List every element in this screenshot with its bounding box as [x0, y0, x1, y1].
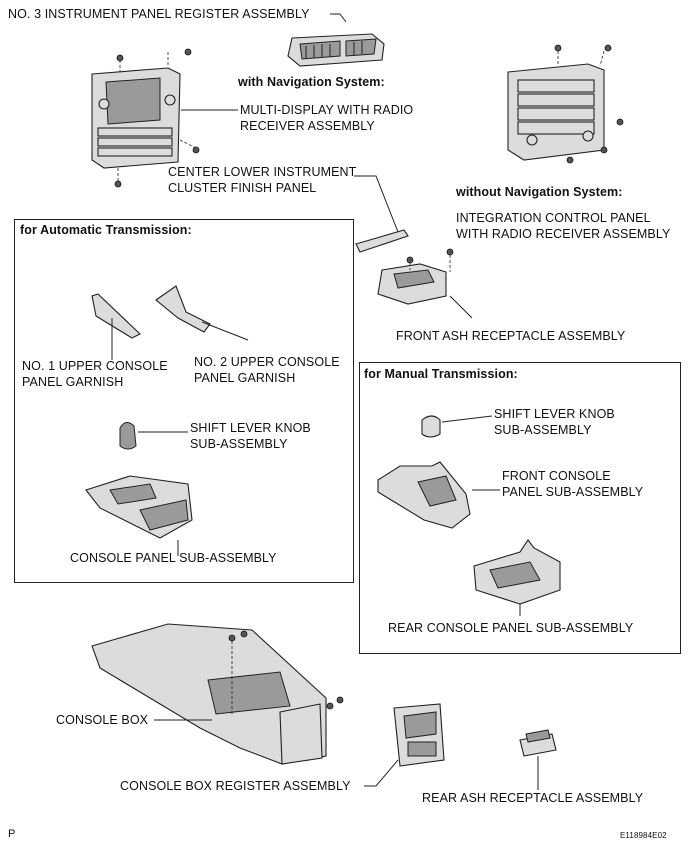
- label-rear-ash: REAR ASH RECEPTACLE ASSEMBLY: [422, 791, 644, 805]
- label-front-console-2: PANEL SUB-ASSEMBLY: [502, 485, 644, 499]
- front-console-mt-part: [377, 461, 471, 529]
- label-no1-garnish-1: NO. 1 UPPER CONSOLE: [22, 359, 168, 373]
- label-shift-knob-mt-1: SHIFT LEVER KNOB: [494, 407, 615, 421]
- console-box-part: [91, 623, 327, 765]
- label-center-lower-2: CLUSTER FINISH PANEL: [168, 181, 317, 195]
- label-multi-display-1: MULTI-DISPLAY WITH RADIO: [240, 103, 414, 117]
- label-console-panel: CONSOLE PANEL SUB-ASSEMBLY: [70, 551, 277, 565]
- label-integration-1: INTEGRATION CONTROL PANEL: [456, 211, 651, 225]
- integration-control-part: [507, 63, 605, 161]
- label-shift-knob-at-1: SHIFT LEVER KNOB: [190, 421, 311, 435]
- label-no2-garnish-1: NO. 2 UPPER CONSOLE: [194, 355, 340, 369]
- automatic-transmission-box: [14, 219, 354, 583]
- shift-knob-at-part: [119, 422, 137, 450]
- label-console-box: CONSOLE BOX: [56, 713, 149, 727]
- multi-display-part: [91, 67, 181, 169]
- label-console-box-register: CONSOLE BOX REGISTER ASSEMBLY: [120, 779, 351, 793]
- label-no3-register: NO. 3 INSTRUMENT PANEL REGISTER ASSEMBLY: [8, 7, 310, 21]
- shift-knob-mt-part: [421, 415, 441, 438]
- label-with-nav: with Navigation System:: [238, 75, 385, 89]
- rear-console-mt-part: [473, 539, 561, 605]
- label-center-lower-1: CENTER LOWER INSTRUMENT: [168, 165, 357, 179]
- label-no1-garnish-2: PANEL GARNISH: [22, 375, 124, 389]
- label-figure-code: E118984E02: [620, 831, 667, 840]
- label-front-console-1: FRONT CONSOLE: [502, 469, 611, 483]
- manual-transmission-box: [359, 362, 681, 654]
- label-rear-console-panel: REAR CONSOLE PANEL SUB-ASSEMBLY: [388, 621, 634, 635]
- no2-garnish-part: [155, 285, 211, 333]
- label-shift-knob-mt-2: SUB-ASSEMBLY: [494, 423, 592, 437]
- console-panel-at-part: [85, 475, 193, 539]
- center-lower-finish-panel-part: [355, 229, 409, 253]
- label-front-ash: FRONT ASH RECEPTACLE ASSEMBLY: [396, 329, 626, 343]
- label-manual-title: for Manual Transmission:: [364, 367, 518, 381]
- label-without-nav: without Navigation System:: [456, 185, 623, 199]
- front-ash-receptacle-part: [377, 263, 447, 305]
- no1-garnish-part: [91, 293, 141, 339]
- no3-register-part: [287, 33, 385, 67]
- label-multi-display-2: RECEIVER ASSEMBLY: [240, 119, 375, 133]
- label-no2-garnish-2: PANEL GARNISH: [194, 371, 296, 385]
- label-shift-knob-at-2: SUB-ASSEMBLY: [190, 437, 288, 451]
- label-corner-p: P: [8, 828, 16, 840]
- label-integration-2: WITH RADIO RECEIVER ASSEMBLY: [456, 227, 671, 241]
- rear-ash-receptacle-part: [519, 729, 557, 757]
- label-auto-title: for Automatic Transmission:: [20, 223, 192, 237]
- console-box-register-part: [393, 703, 445, 767]
